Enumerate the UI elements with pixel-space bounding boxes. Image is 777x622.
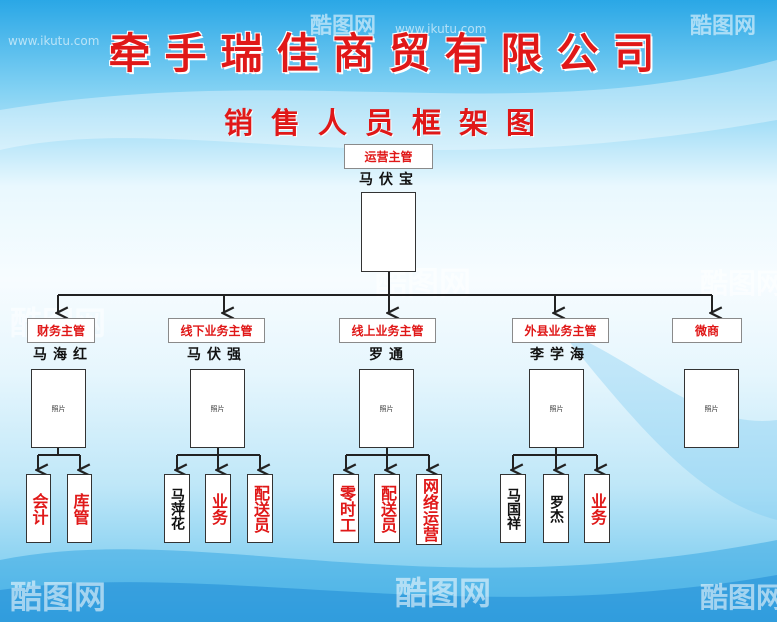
dept-photo-finance: 照片 [31,369,86,448]
sub-box: 马国祥 [500,474,526,543]
sub-box: 库管 [67,474,92,543]
sub-box: 马萍花 [164,474,190,543]
sub-box: 罗杰 [543,474,569,543]
sub-label: 配送员 [378,484,397,533]
sub-label: 会计 [29,492,49,525]
dept-role-county: 外县业务主管 [512,318,609,343]
company-title: 牵手瑞佳商贸有限公司 [108,29,669,78]
dept-photo-online: 照片 [359,369,414,448]
sub-label: 马国祥 [505,487,521,530]
sub-box: 业务 [584,474,610,543]
dept-role-finance: 财务主管 [27,318,95,343]
dept-name-county: 李学海 [530,347,590,363]
sub-box: 配送员 [374,474,400,543]
dept-photo-offline: 照片 [190,369,245,448]
sub-label: 库管 [70,492,90,525]
sub-box: 业务 [205,474,231,543]
dept-name-online: 罗通 [369,347,409,363]
chart-subtitle: 销售人员框架图 [223,106,553,140]
top-photo-frame [361,192,416,272]
sub-box: 会计 [26,474,51,543]
sub-label: 零时工 [337,484,356,533]
sub-label: 马萍花 [169,487,185,530]
sub-box: 网络运营 [416,474,442,545]
top-role-box: 运营主管 [344,144,433,169]
sub-label: 配送员 [251,484,270,533]
dept-photo-county: 照片 [529,369,584,448]
dept-role-online: 线上业务主管 [339,318,436,343]
sub-label: 罗杰 [548,494,564,523]
dept-name-finance: 马海红 [33,347,93,363]
dept-name-offline: 马伏强 [187,347,247,363]
sub-box: 配送员 [247,474,273,543]
dept-role-offline: 线下业务主管 [168,318,265,343]
sub-label: 网络运营 [420,477,439,542]
top-name: 马伏宝 [359,172,419,188]
sub-label: 业务 [588,492,607,525]
sub-label: 业务 [209,492,228,525]
dept-photo-wechat: 照片 [684,369,739,448]
sub-box: 零时工 [333,474,359,543]
dept-role-wechat: 微商 [672,318,742,343]
